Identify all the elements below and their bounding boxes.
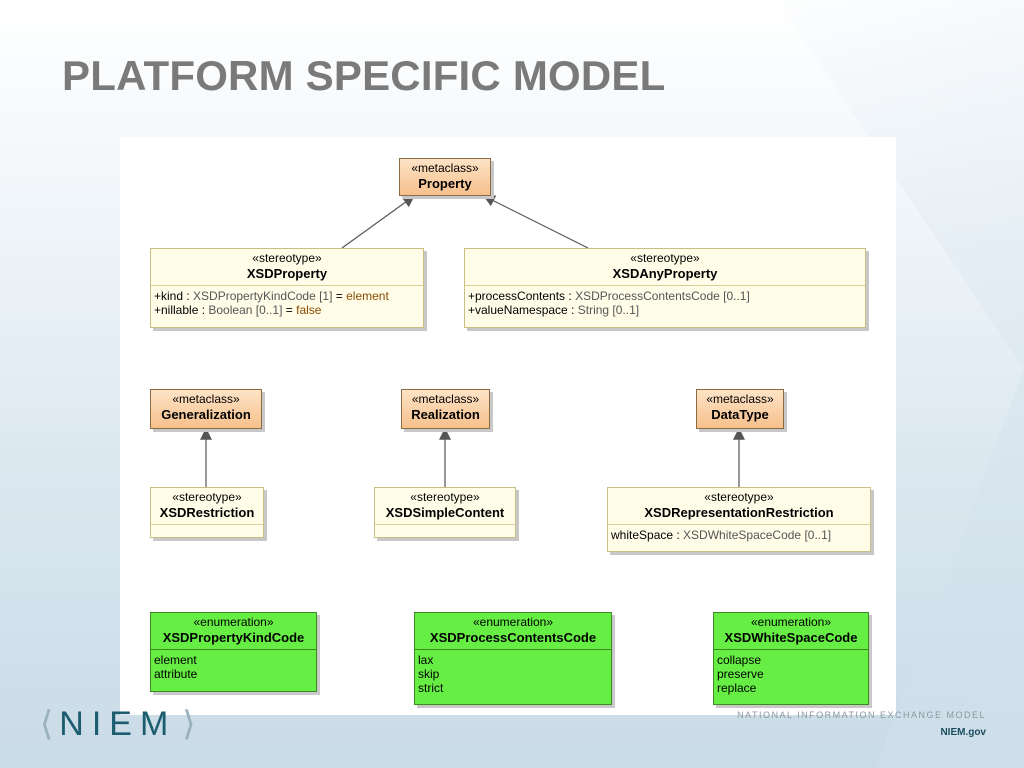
attribute-valuenamespace: +valueNamespace : String [0..1]	[468, 303, 640, 317]
literal-compartment: element attribute	[151, 649, 316, 684]
literal-compartment: lax skip strict	[415, 649, 611, 698]
uml-diagram: «metaclass» Property «stereotype» XSDPro…	[120, 137, 896, 715]
extension-xsdanyproperty-to-property	[482, 195, 589, 249]
diagram-connectors	[200, 195, 745, 487]
enum-literal: lax	[418, 653, 434, 667]
stereotype-label: «stereotype»	[410, 490, 480, 504]
class-name: XSDProcessContentsCode	[429, 630, 597, 645]
stereotype-label: «metaclass»	[411, 161, 479, 175]
enum-literal: replace	[717, 681, 757, 695]
stereotype-label: «metaclass»	[172, 392, 240, 406]
attribute-compartment: +kind : XSDPropertyKindCode [1] = elemen…	[151, 285, 423, 320]
enum-literal: element	[154, 653, 197, 667]
attribute-compartment: +processContents : XSDProcessContentsCod…	[465, 285, 865, 320]
stereotype-label: «stereotype»	[172, 490, 242, 504]
class-name: XSDRestriction	[159, 505, 255, 520]
logo-wordmark: NIEM	[59, 704, 177, 743]
attribute-processcontents: +processContents : XSDProcessContentsCod…	[468, 289, 750, 303]
stereotype-label: «enumeration»	[472, 615, 554, 629]
generalization-metaclass-box[interactable]: «metaclass» Generalization	[150, 389, 262, 429]
xsdpropertykindcode-enumeration-box[interactable]: «enumeration» XSDPropertyKindCode elemen…	[150, 612, 317, 692]
attribute-kind: +kind : XSDPropertyKindCode [1] = elemen…	[154, 289, 389, 303]
enum-literal: collapse	[717, 653, 762, 667]
enum-literal: preserve	[717, 667, 764, 681]
footer-site-link[interactable]: NIEM.gov	[940, 727, 986, 738]
stereotype-label: «enumeration»	[193, 615, 274, 629]
class-name: XSDPropertyKindCode	[162, 630, 305, 645]
xsdsimplecontent-stereotype-box[interactable]: «stereotype» XSDSimpleContent	[374, 487, 516, 538]
class-name: XSDAnyProperty	[612, 266, 718, 281]
attribute-nillable: +nillable : Boolean [0..1] = false	[154, 303, 322, 317]
enum-literal: attribute	[154, 667, 198, 681]
enum-literal: strict	[418, 681, 444, 695]
class-name: XSDRepresentationRestriction	[644, 505, 834, 520]
empty-attribute-compartment	[375, 524, 515, 541]
stereotype-label: «stereotype»	[704, 490, 774, 504]
empty-attribute-compartment	[151, 524, 263, 541]
class-name: Generalization	[161, 407, 251, 422]
class-name: XSDProperty	[246, 266, 328, 281]
attribute-compartment: whiteSpace : XSDWhiteSpaceCode [0..1]	[608, 524, 870, 545]
xsdrepresentationrestriction-stereotype-box[interactable]: «stereotype» XSDRepresentationRestrictio…	[607, 487, 871, 552]
xsdproperty-stereotype-box[interactable]: «stereotype» XSDProperty +kind : XSDProp…	[150, 248, 424, 328]
class-name: XSDWhiteSpaceCode	[724, 630, 858, 645]
xsdanyproperty-stereotype-box[interactable]: «stereotype» XSDAnyProperty +processCont…	[464, 248, 866, 328]
stereotype-label: «stereotype»	[252, 251, 322, 265]
extension-xsdproperty-to-property	[341, 195, 415, 249]
xsdrestriction-stereotype-box[interactable]: «stereotype» XSDRestriction	[150, 487, 264, 538]
enum-literal: skip	[418, 667, 440, 681]
stereotype-label: «metaclass»	[706, 392, 774, 406]
stereotype-label: «enumeration»	[750, 615, 832, 629]
xsdwhitespacecode-enumeration-box[interactable]: «enumeration» XSDWhiteSpaceCode collapse…	[713, 612, 869, 705]
xsdprocesscontentscode-enumeration-box[interactable]: «enumeration» XSDProcessContentsCode lax…	[414, 612, 612, 705]
attribute-whitespace: whiteSpace : XSDWhiteSpaceCode [0..1]	[611, 528, 832, 542]
stereotype-label: «metaclass»	[411, 392, 480, 406]
slide-title: PLATFORM SPECIFIC MODEL	[62, 52, 666, 99]
datatype-metaclass-box[interactable]: «metaclass» DataType	[696, 389, 784, 429]
stereotype-label: «stereotype»	[630, 251, 700, 265]
footer-tagline: NATIONAL INFORMATION EXCHANGE MODEL	[737, 710, 986, 720]
niem-logo: ⟨ NIEM ⟩	[40, 704, 196, 744]
class-name: Realization	[411, 407, 480, 422]
realization-metaclass-box[interactable]: «metaclass» Realization	[401, 389, 490, 429]
property-metaclass-box[interactable]: «metaclass» Property	[399, 158, 491, 196]
literal-compartment: collapse preserve replace	[714, 649, 868, 698]
logo-right-bracket-icon: ⟩	[182, 705, 196, 743]
class-name: DataType	[711, 407, 769, 422]
class-name: XSDSimpleContent	[385, 505, 505, 520]
logo-left-bracket-icon: ⟨	[40, 705, 54, 743]
class-name: Property	[418, 176, 472, 191]
